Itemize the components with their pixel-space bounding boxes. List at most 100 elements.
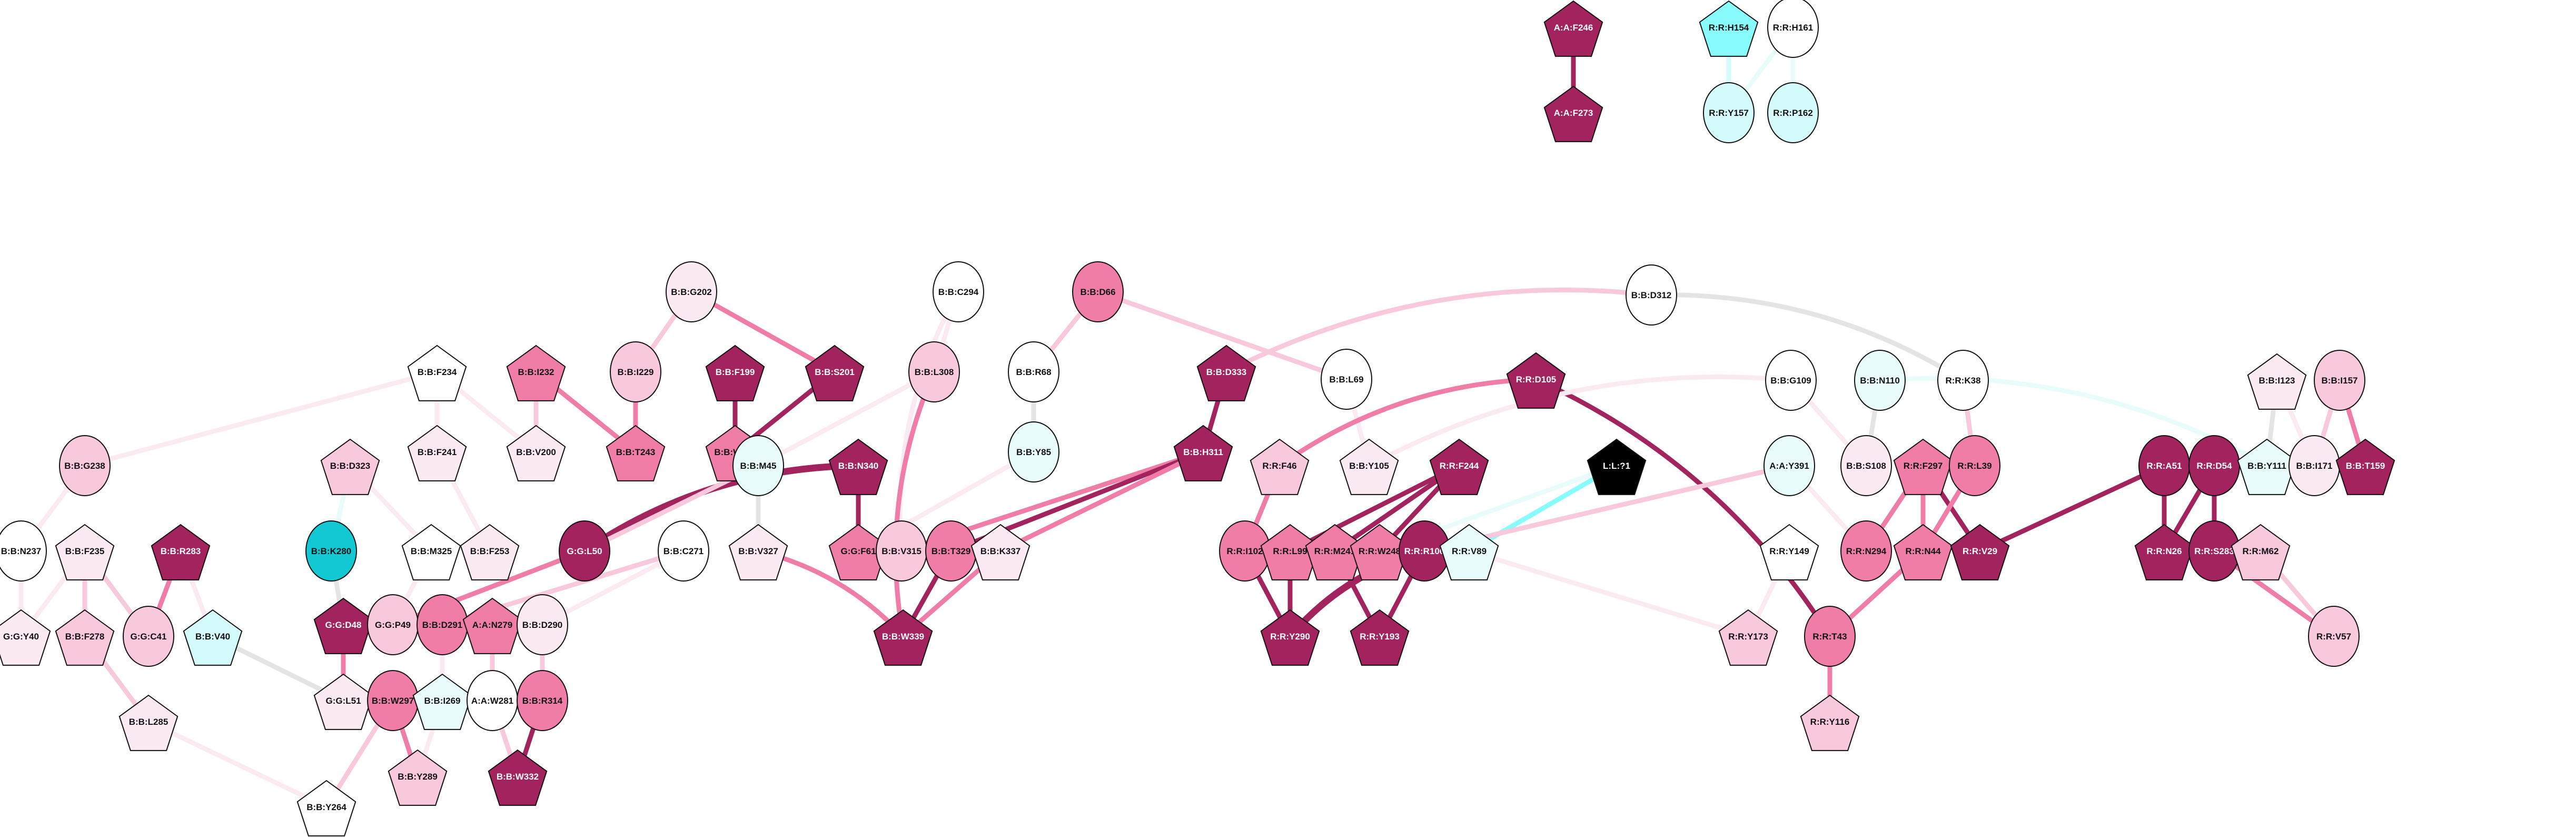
node-r-r-h154[interactable]: R:R:H154 [1699,0,1759,57]
node-b-b-l285[interactable]: B:B:L285 [118,694,179,751]
node-r-r-y290[interactable]: R:R:Y290 [1260,609,1320,666]
node-b-b-i232[interactable]: B:B:I232 [506,344,566,401]
node-b-b-m45[interactable]: B:B:M45 [732,435,784,496]
node-r-r-y193[interactable]: R:R:Y193 [1350,609,1410,666]
node-r-r-f244[interactable]: R:R:F244 [1429,438,1489,495]
node-r-r-y149[interactable]: R:R:Y149 [1759,524,1819,580]
node-b-b-c271[interactable]: B:B:C271 [658,520,709,582]
node-label: R:R:I102 [1227,546,1263,556]
node-b-b-d66[interactable]: B:B:D66 [1072,261,1124,322]
node-r-r-d54[interactable]: R:R:D54 [2188,435,2240,496]
node-b-b-f235[interactable]: B:B:F235 [55,524,115,580]
node-b-b-t159[interactable]: B:B:T159 [2335,438,2395,495]
node-b-b-i123[interactable]: B:B:I123 [2247,353,2307,410]
node-b-b-n110[interactable]: B:B:N110 [1854,350,1906,411]
node-r-r-y157[interactable]: R:R:Y157 [1703,82,1755,143]
node-b-b-r68[interactable]: B:B:R68 [1008,341,1059,402]
node-b-b-n340[interactable]: B:B:N340 [828,438,888,495]
node-r-r-h161[interactable]: R:R:H161 [1767,0,1819,58]
node-r-r-i102[interactable]: R:R:I102 [1219,520,1271,582]
node-b-b-v200[interactable]: B:B:V200 [506,425,566,481]
node-b-b-v40[interactable]: B:B:V40 [183,609,243,666]
node-l-l-1[interactable]: L:L:?1 [1587,438,1647,495]
node-b-b-y264[interactable]: B:B:Y264 [296,780,356,836]
node-b-b-y111[interactable]: B:B:Y111 [2237,438,2297,495]
ellipse-node-shape [1765,350,1817,411]
node-r-r-v29[interactable]: R:R:V29 [1950,524,2010,580]
node-r-r-d105[interactable]: R:R:D105 [1506,352,1566,409]
node-label: R:R:N44 [1905,546,1941,556]
node-r-r-t43[interactable]: R:R:T43 [1804,606,1856,667]
node-b-b-g238[interactable]: B:B:G238 [59,435,111,496]
node-b-b-i229[interactable]: B:B:I229 [610,341,661,402]
node-b-b-s108[interactable]: B:B:S108 [1840,435,1892,496]
node-b-b-d323[interactable]: B:B:D323 [320,438,380,495]
node-a-a-w281[interactable]: A:A:W281 [467,670,518,731]
node-r-r-n294[interactable]: R:R:N294 [1840,520,1892,582]
node-r-r-v57[interactable]: R:R:V57 [2308,606,2360,667]
node-r-r-k38[interactable]: R:R:K38 [1937,350,1989,411]
node-b-b-f278[interactable]: B:B:F278 [55,609,115,666]
node-g-g-l50[interactable]: G:G:L50 [559,520,610,582]
node-r-r-s283[interactable]: R:R:S283 [2188,520,2240,582]
node-b-b-f234[interactable]: B:B:F234 [407,344,467,401]
node-b-b-l308[interactable]: B:B:L308 [908,341,960,402]
node-r-r-y116[interactable]: R:R:Y116 [1800,694,1860,751]
node-r-r-f297[interactable]: R:R:F297 [1893,438,1953,495]
node-b-b-n237[interactable]: B:B:N237 [0,520,47,582]
node-b-b-i269[interactable]: B:B:I269 [412,673,472,730]
node-b-b-v315[interactable]: B:B:V315 [876,520,927,582]
node-b-b-r314[interactable]: B:B:R314 [517,670,568,731]
node-b-b-i171[interactable]: B:B:I171 [2288,435,2340,496]
node-b-b-y289[interactable]: B:B:Y289 [388,749,448,806]
pentagon-node-shape [1173,425,1233,481]
node-r-r-f46[interactable]: R:R:F46 [1250,438,1310,495]
pentagon-node-shape [1800,694,1860,751]
node-b-b-t329[interactable]: B:B:T329 [925,520,977,582]
node-b-b-d290[interactable]: B:B:D290 [517,594,568,655]
node-b-b-f199[interactable]: B:B:F199 [705,344,765,401]
node-b-b-d333[interactable]: B:B:D333 [1196,344,1256,401]
node-b-b-y85[interactable]: B:B:Y85 [1008,421,1059,482]
node-r-r-w248[interactable]: R:R:W248 [1350,524,1410,580]
node-b-b-f253[interactable]: B:B:F253 [460,524,520,580]
node-g-g-l51[interactable]: G:G:L51 [313,673,373,730]
node-a-a-y391[interactable]: A:A:Y391 [1763,435,1815,496]
node-b-b-y105[interactable]: B:B:Y105 [1339,438,1399,495]
node-b-b-r283[interactable]: B:B:R283 [151,524,211,580]
node-b-b-m325[interactable]: B:B:M325 [401,524,461,580]
node-b-b-k337[interactable]: B:B:K337 [970,524,1031,580]
node-r-r-n26[interactable]: R:R:N26 [2134,524,2194,580]
node-b-b-h311[interactable]: B:B:H311 [1173,425,1233,481]
node-a-a-f246[interactable]: A:A:F246 [1543,0,1603,57]
node-b-b-w297[interactable]: B:B:W297 [367,670,419,731]
node-g-g-p49[interactable]: G:G:P49 [367,594,419,655]
node-b-b-s201[interactable]: B:B:S201 [805,344,865,401]
node-g-g-c41[interactable]: G:G:C41 [123,606,174,667]
node-b-b-d291[interactable]: B:B:D291 [417,594,468,655]
node-r-r-l39[interactable]: R:R:L39 [1949,435,2000,496]
node-r-r-m62[interactable]: R:R:M62 [2231,524,2291,580]
node-r-r-p162[interactable]: R:R:P162 [1767,82,1819,143]
node-r-r-n44[interactable]: R:R:N44 [1893,524,1953,580]
node-b-b-w339[interactable]: B:B:W339 [873,609,933,666]
node-b-b-f241[interactable]: B:B:F241 [407,425,467,481]
node-b-b-g202[interactable]: B:B:G202 [666,261,717,322]
node-b-b-t243[interactable]: B:B:T243 [606,425,666,481]
node-b-b-v327[interactable]: B:B:V327 [728,524,788,580]
node-r-r-y173[interactable]: R:R:Y173 [1718,609,1778,666]
node-a-a-f273[interactable]: A:A:F273 [1543,85,1603,142]
node-b-b-g109[interactable]: B:B:G109 [1765,350,1817,411]
node-a-a-n279[interactable]: A:A:N279 [462,597,522,654]
node-r-r-v89[interactable]: R:R:V89 [1439,524,1499,580]
node-b-b-d312[interactable]: B:B:D312 [1626,264,1677,326]
node-g-g-y40[interactable]: G:G:Y40 [0,609,51,666]
node-b-b-i157[interactable]: B:B:I157 [2314,350,2365,411]
node-b-b-w332[interactable]: B:B:W332 [488,749,548,806]
node-b-b-c294[interactable]: B:B:C294 [933,261,984,322]
node-b-b-k280[interactable]: B:B:K280 [305,520,357,582]
node-g-g-d48[interactable]: G:G:D48 [313,597,373,654]
node-b-b-l69[interactable]: B:B:L69 [1321,349,1372,410]
node-r-r-a51[interactable]: R:R:A51 [2138,435,2190,496]
